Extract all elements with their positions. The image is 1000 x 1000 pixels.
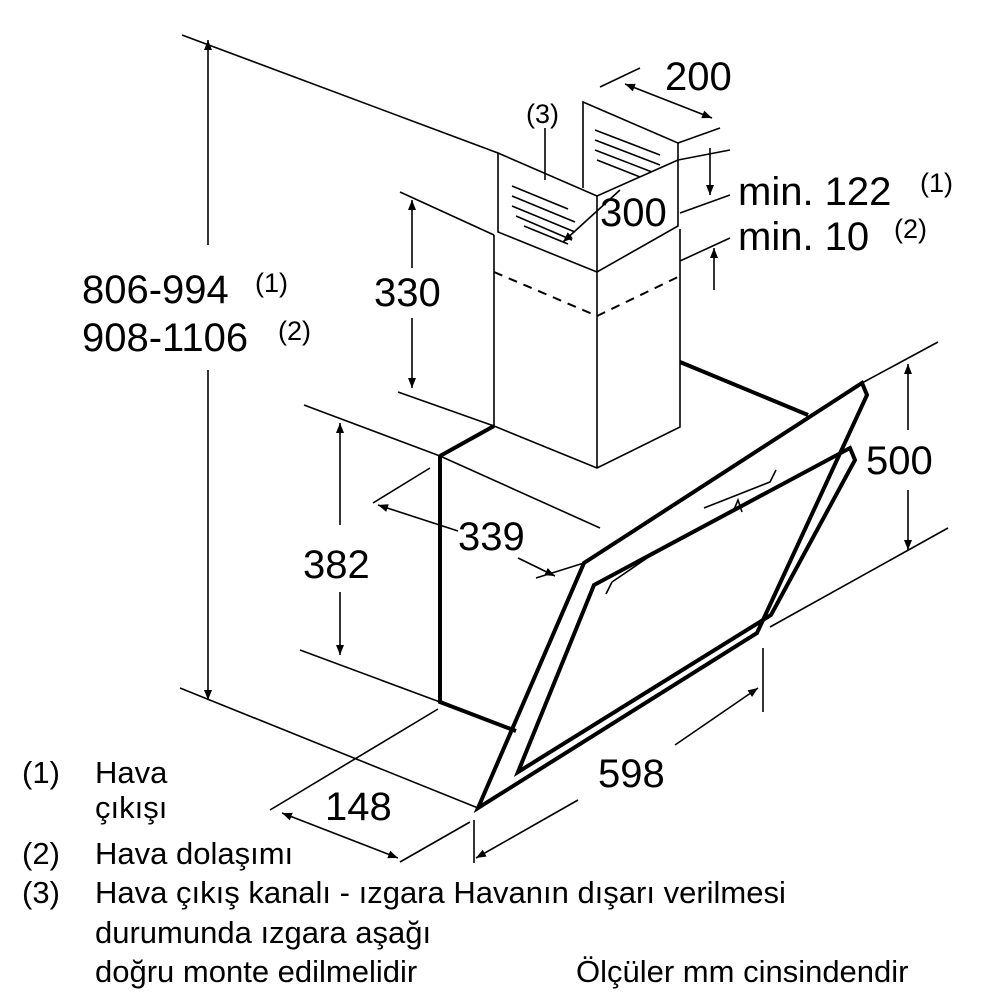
front-depth-label: 148 <box>325 785 392 829</box>
legend-2-line1: Hava dolaşımı <box>95 836 293 871</box>
total-height-ref-1: (1) <box>255 268 288 298</box>
part3-callout: (3) <box>526 99 559 129</box>
lower-chimney <box>493 229 681 469</box>
dimension-arrows <box>204 40 912 859</box>
legend-3-number: (3) <box>22 875 60 910</box>
legend: (1) Hava çıkışı (2) Hava dolaşımı (3) Ha… <box>22 755 909 989</box>
upper-chimney <box>497 100 679 273</box>
min-bottom-ref: (2) <box>894 214 927 244</box>
total-height-label-1: 806-994 <box>82 268 229 312</box>
glass-panel <box>473 380 870 814</box>
chimney-depth-label: 300 <box>600 191 667 235</box>
units-note: Ölçüler mm cinsindendir <box>576 954 909 989</box>
grille-icon <box>511 129 661 245</box>
body-depth-label: 339 <box>458 515 525 559</box>
min-top-label: min. 122 <box>738 170 891 214</box>
legend-1-line2: çıkışı <box>95 790 167 825</box>
legend-3-line3: doğru monte edilmelidir <box>95 954 417 989</box>
min-top-ref: (1) <box>920 168 953 198</box>
dimension-labels: 806-994 (1) 908-1106 (2) 200 (3) 300 330… <box>82 55 953 829</box>
legend-1-number: (1) <box>22 755 60 790</box>
width-label: 598 <box>598 752 665 796</box>
min-bottom-label: min. 10 <box>738 215 869 259</box>
legend-2-number: (2) <box>22 836 60 871</box>
legend-1-line1: Hava <box>95 755 168 790</box>
glass-height-label: 500 <box>866 439 933 483</box>
body-height-label: 382 <box>303 543 370 587</box>
chimney-width-label: 200 <box>665 55 732 99</box>
chimney-lower-label: 330 <box>374 271 441 315</box>
legend-3-line2: durumunda ızgara aşağı <box>95 915 431 950</box>
extension-lines <box>179 34 949 863</box>
total-height-label-2: 908-1106 <box>82 316 248 360</box>
legend-3-line1: Hava çıkış kanalı - ızgara Havanın dışar… <box>95 875 786 910</box>
total-height-ref-2: (2) <box>278 316 311 346</box>
